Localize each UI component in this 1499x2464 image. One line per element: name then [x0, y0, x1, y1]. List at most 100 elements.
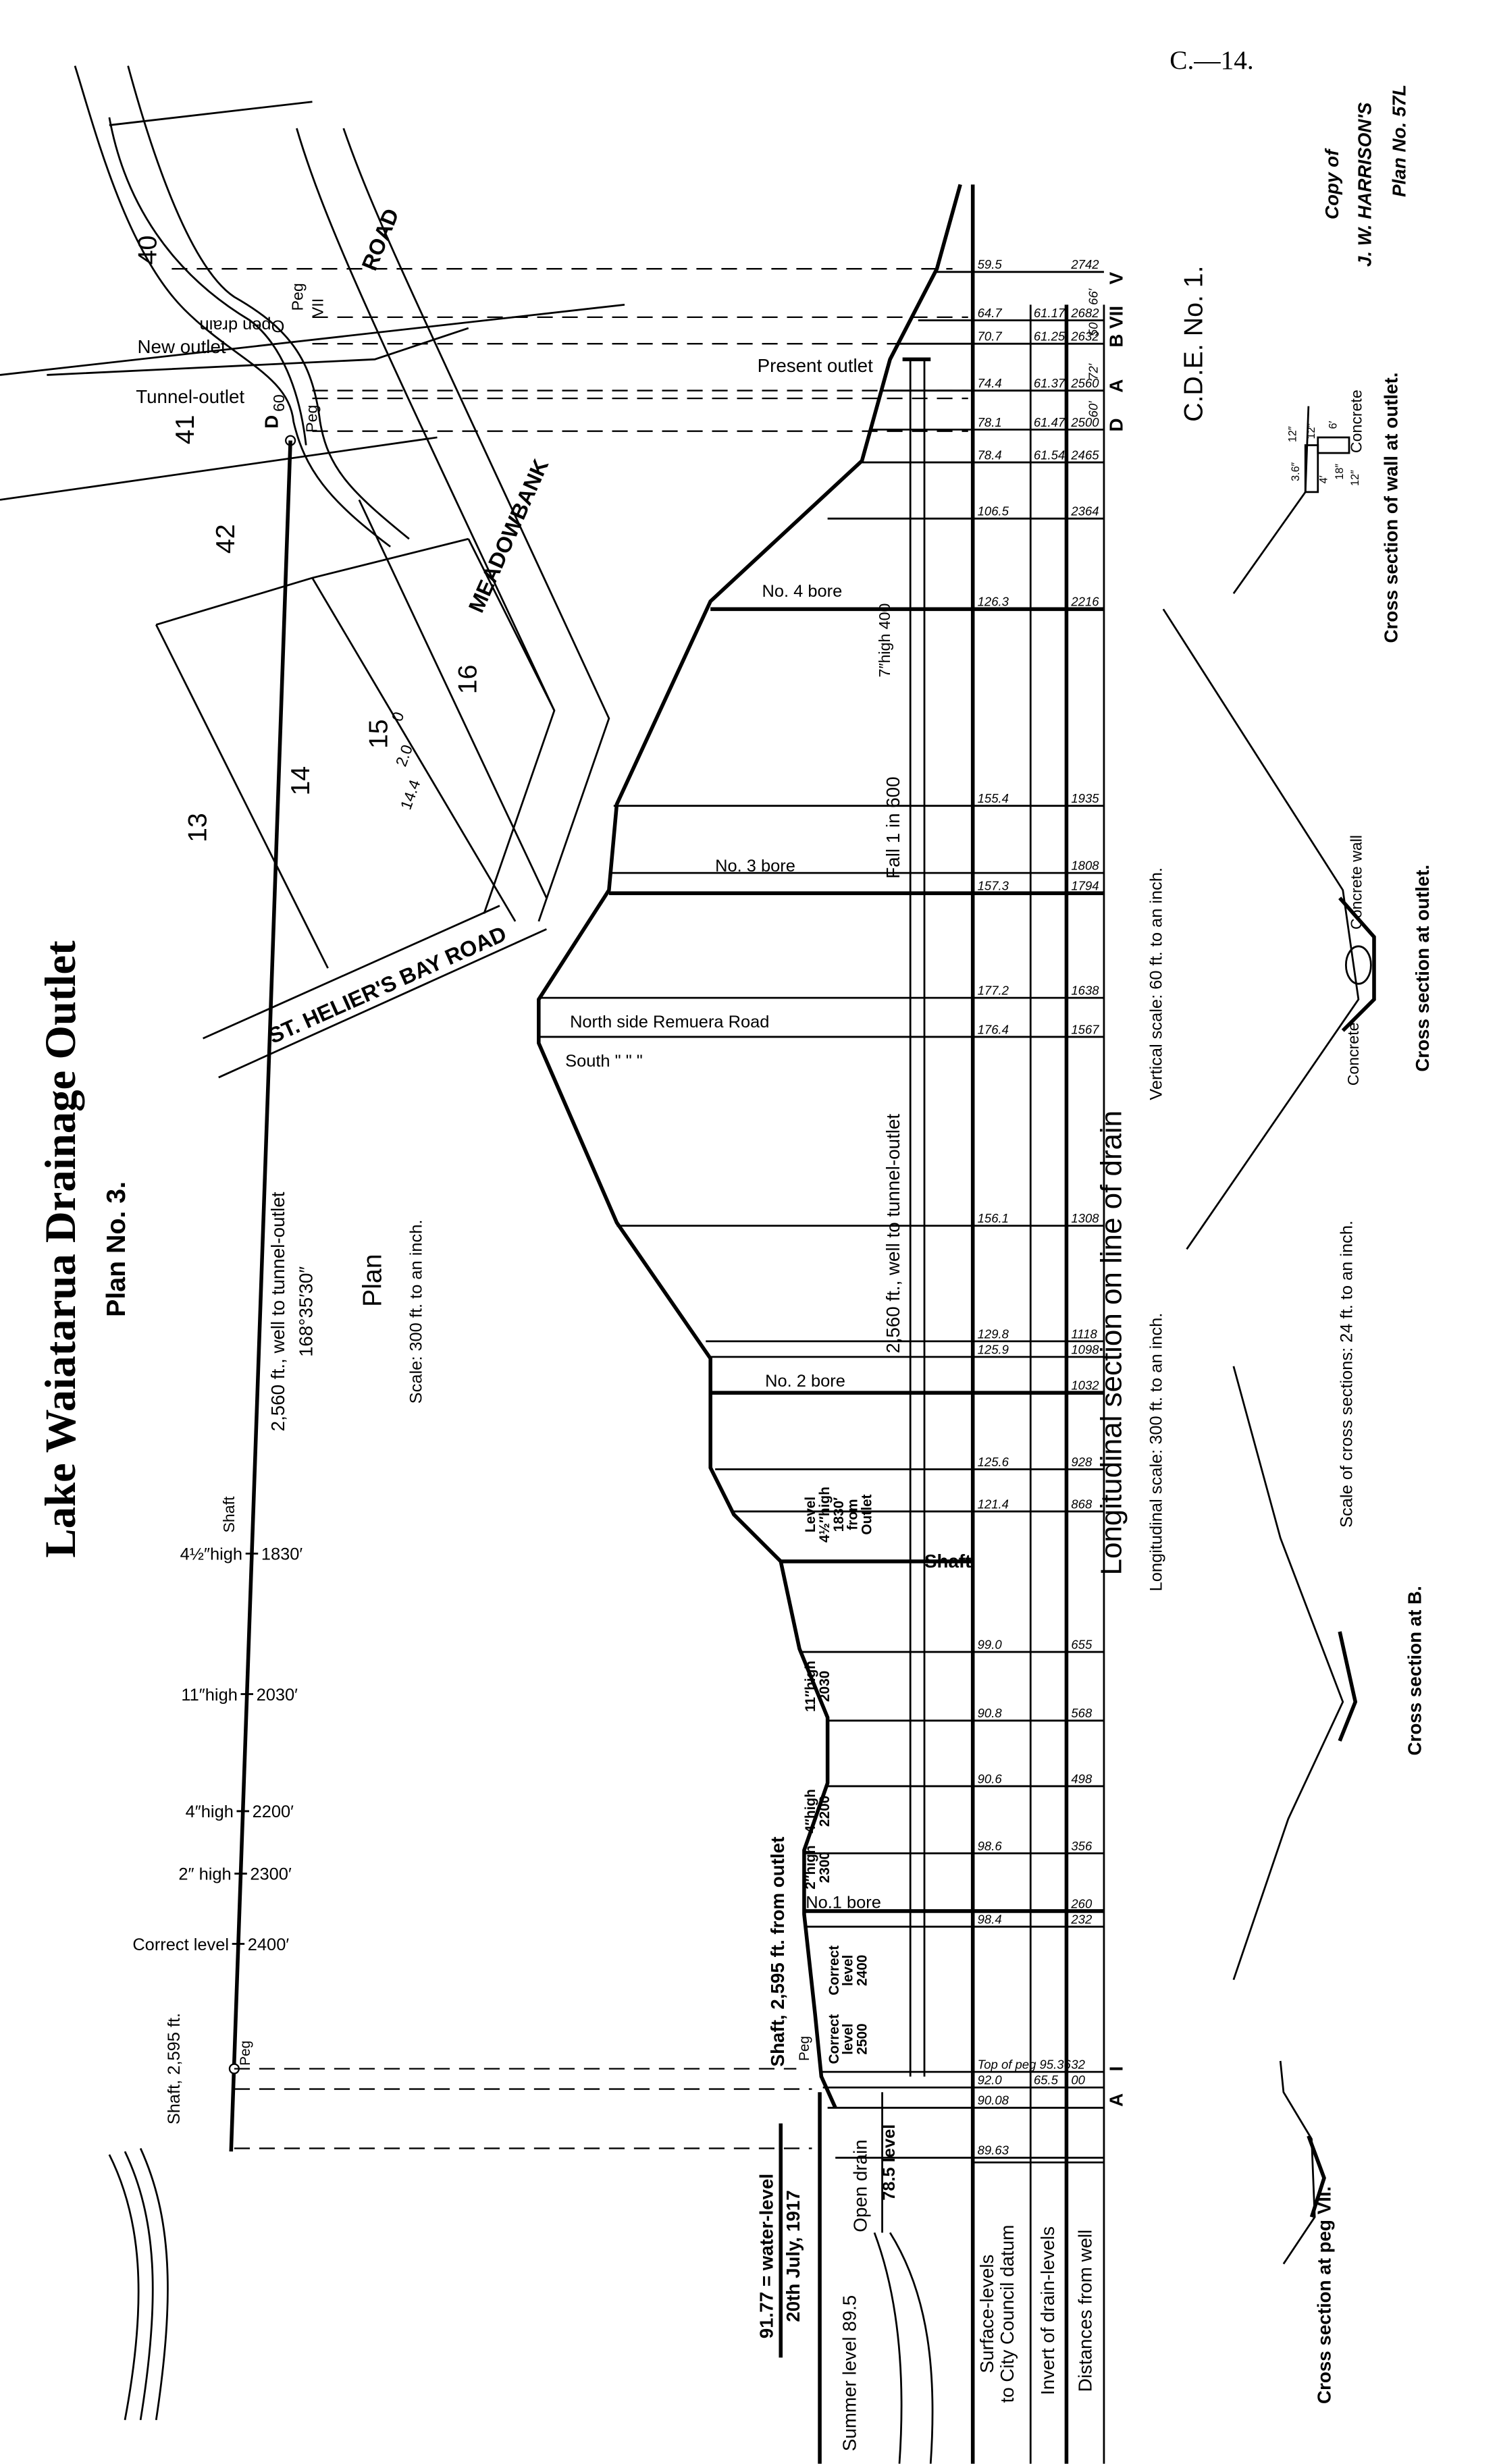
surface-level-cell: 74.4 — [978, 376, 1002, 390]
remuera-south-label: South " " " — [565, 1052, 643, 1071]
b-section-caption: Cross section at B. — [1404, 1586, 1425, 1755]
lot-line — [0, 436, 438, 501]
lot-line — [155, 537, 469, 626]
distance-cell: 2216 — [1070, 595, 1099, 609]
plan-station-height: 4″high — [186, 1802, 234, 1821]
surface-level-cell: 129.8 — [978, 1327, 1009, 1341]
distance-cell: 1808 — [1071, 859, 1099, 873]
water-level-label: 91.77 = water-level — [756, 2174, 777, 2339]
lot-42: 42 — [211, 524, 240, 554]
surface-level-cell: 78.4 — [978, 448, 1002, 462]
plan-number: Plan No. 3. — [101, 1181, 131, 1317]
level-note: 2″high — [803, 1845, 818, 1889]
outlet-section-ground — [1162, 608, 1360, 1250]
peg-number: D — [261, 415, 282, 429]
distance-cell: 00 — [1071, 2073, 1085, 2087]
st-heliers-road-edge — [218, 928, 547, 1079]
lake-shore — [108, 2154, 140, 2421]
section-letter: VII — [1106, 306, 1127, 329]
surface-level-cell: 90.08 — [978, 2093, 1009, 2108]
surface-level-cell: 98.6 — [978, 1839, 1003, 1853]
plan-view: ROAD MEADOWBANK ST. HELIER'S BAY ROAD 40… — [0, 65, 625, 2421]
lot-line — [358, 499, 548, 899]
copy-line-3: Plan No. 57L — [1388, 84, 1409, 197]
copy-line-1: Copy of — [1321, 148, 1342, 219]
lake-shore — [139, 2147, 169, 2421]
surface-level-cell: 125.6 — [978, 1455, 1009, 1469]
shaft-label: Shaft — [220, 1496, 238, 1533]
wall-dim: 4′ — [1318, 475, 1330, 483]
surface-level-cell: 70.7 — [978, 329, 1003, 344]
level-note: 11″high — [803, 1661, 818, 1712]
distance-cell: 2632 — [1070, 329, 1099, 344]
fall-label: Fall 1 in 600 — [883, 776, 903, 878]
surface-level-cell: 92.0 — [978, 2073, 1003, 2087]
invert-level-cell: 61.25 — [1034, 329, 1066, 344]
surface-level-cell: 89.63 — [978, 2143, 1009, 2158]
tunnel-outlet-label: Tunnel-outlet — [136, 386, 244, 407]
meadowbank-road-edge — [296, 128, 556, 914]
wall-outlet-footing — [1304, 444, 1319, 493]
distance-cell: 1308 — [1071, 1211, 1099, 1225]
section-letter: D — [1106, 418, 1127, 431]
invert-level-cell: 61.17 — [1034, 306, 1066, 320]
invert-level-cell: 61.47 — [1034, 415, 1066, 429]
cde-label: C.D.E. No. 1. — [1179, 265, 1209, 421]
distance-cell: 2560 — [1070, 376, 1099, 390]
road-label: ROAD — [357, 205, 404, 274]
lot-line — [311, 577, 517, 922]
creek-centre — [108, 117, 307, 446]
wall-dim: 12″ — [1305, 423, 1317, 439]
distance-cell: 1567 — [1071, 1022, 1099, 1036]
distance-cell: 2364 — [1070, 504, 1099, 518]
wall-dim: 12″ — [1286, 426, 1298, 442]
plan-station-distance: 2300′ — [250, 1865, 292, 1884]
level-note: 2500 — [854, 2023, 870, 2054]
level-note: 4″high — [803, 1789, 818, 1833]
bore-2-label: No. 2 bore — [765, 1372, 845, 1391]
level-note: Level — [803, 1497, 818, 1532]
level-note: 2300 — [817, 1852, 833, 1883]
section-letter: V — [1106, 271, 1127, 284]
distance-cell: 2742 — [1070, 257, 1099, 271]
peg-vii-section-ground — [1279, 2060, 1316, 2265]
concrete-wall-label: Concrete wall — [1348, 835, 1365, 930]
surface-level-cell: 64.7 — [978, 306, 1003, 320]
lake-shore — [124, 2151, 154, 2421]
new-outlet-label: New outlet — [138, 336, 226, 357]
creek-bank-1 — [74, 65, 391, 547]
plan-station-height: 2″ high — [178, 1865, 231, 1884]
creek-bank-2 — [127, 65, 410, 540]
wall-outlet-caption: Cross section of wall at outlet. — [1381, 373, 1402, 643]
peg-vii-lining — [1307, 2135, 1326, 2218]
level-note: 2400 — [854, 1955, 870, 1986]
surface-level-cell: 78.1 — [978, 415, 1002, 429]
wall-concrete-label: Concrete — [1348, 390, 1365, 453]
bore-1-label: No.1 bore — [806, 1893, 881, 1912]
distance-cell: 1118 — [1071, 1327, 1097, 1341]
distance-cell: 928 — [1071, 1455, 1093, 1469]
level-note: 1830′ — [831, 1497, 847, 1532]
shaft-2595-label: Shaft, 2,595 ft. — [165, 2013, 184, 2124]
plan-station-distance: 1830′ — [261, 1545, 303, 1564]
peg-vii-caption: Cross section at peg VII. — [1313, 2187, 1334, 2404]
section-letter: A — [1106, 2093, 1127, 2107]
bore-4-note: 7″high 400 — [876, 604, 893, 678]
side-distance: 50′ — [1086, 320, 1101, 337]
level-note: level — [841, 1955, 856, 1986]
surface-level-cell: 157.3 — [978, 879, 1009, 893]
level-note: 2200 — [817, 1796, 833, 1827]
wall-outlet-wall — [1317, 436, 1350, 454]
cross-section-scale: Scale of cross sections: 24 ft. to an in… — [1338, 1221, 1357, 1528]
bearing-value: 168°35′30″ — [296, 1266, 317, 1357]
present-outlet-label: Present outlet — [758, 355, 874, 376]
section-letter: B — [1106, 334, 1127, 348]
plan-station-height: 11″high — [181, 1686, 237, 1705]
distance-cell: 1794 — [1071, 879, 1099, 893]
st-heliers-road-edge — [203, 905, 500, 1040]
plan-station-height: Correct level — [132, 1935, 229, 1954]
surface-level-cell: Top of peg 95.36 — [978, 2058, 1072, 2072]
plan-station-distance: 2400′ — [248, 1935, 290, 1954]
